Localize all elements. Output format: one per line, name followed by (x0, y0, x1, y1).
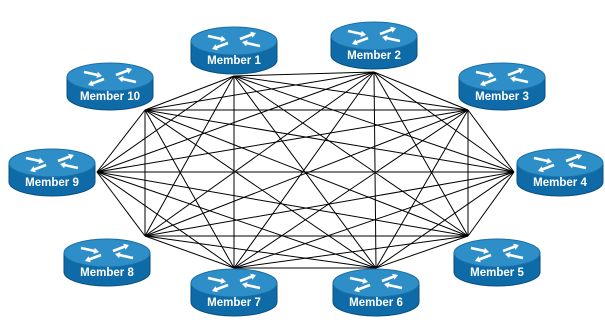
router-nodes: Member 1 Member 2 Member 3 Member 4 Member 5… (8, 21, 604, 317)
router-icon (347, 26, 401, 46)
mesh-link (233, 235, 469, 269)
mesh-link (144, 109, 469, 237)
router-member-1: Member 1 (190, 26, 278, 75)
router-icon (80, 243, 134, 263)
router-label: Member 1 (207, 55, 261, 67)
mesh-link (144, 109, 235, 269)
router-label: Member 9 (25, 177, 79, 189)
mesh-link (144, 71, 375, 111)
mesh-link (96, 71, 375, 173)
mesh-link (144, 171, 515, 237)
router-label: Member 5 (470, 267, 524, 279)
router-icon (475, 67, 529, 87)
mesh-link (144, 75, 235, 111)
mesh-link (467, 109, 515, 173)
mesh-link (375, 171, 515, 269)
router-icon (349, 273, 403, 293)
router-top (190, 268, 278, 298)
router-member-5: Member 5 (453, 238, 541, 287)
mesh-link (373, 71, 377, 269)
router-top (8, 148, 96, 178)
router-member-10: Member 10 (66, 62, 154, 111)
mesh-link (144, 235, 377, 269)
mesh-link (144, 109, 515, 173)
router-top (66, 62, 154, 92)
mesh-link (375, 235, 469, 269)
router-member-7: Member 7 (190, 268, 278, 317)
mesh-link (373, 71, 515, 173)
router-top (458, 62, 546, 92)
mesh-link (373, 71, 469, 111)
router-member-3: Member 3 (458, 62, 546, 111)
mesh-link (96, 171, 146, 237)
mesh-link (233, 75, 515, 173)
router-member-6: Member 6 (332, 268, 420, 317)
router-icon (207, 273, 261, 293)
router-label: Member 3 (475, 91, 529, 103)
router-top (330, 21, 418, 51)
mesh-link (233, 71, 375, 77)
mesh-link (144, 71, 375, 237)
router-top (332, 268, 420, 298)
router-label: Member 10 (80, 91, 140, 103)
router-top (453, 238, 541, 268)
router-label: Member 7 (207, 297, 261, 309)
router-member-2: Member 2 (330, 21, 418, 70)
router-label: Member 2 (347, 50, 401, 62)
mesh-link (467, 171, 515, 237)
router-icon (533, 153, 587, 173)
router-icon (470, 243, 524, 263)
mesh-link (96, 171, 235, 269)
router-top (63, 238, 151, 268)
router-label: Member 8 (80, 267, 134, 279)
mesh-link (96, 109, 469, 173)
router-label: Member 4 (533, 177, 587, 189)
mesh-links (96, 71, 515, 269)
mesh-link (144, 235, 235, 269)
mesh-link (375, 109, 469, 269)
router-icon (25, 153, 79, 173)
mesh-link (96, 109, 146, 173)
mesh-link (144, 109, 377, 269)
router-label: Member 6 (349, 297, 403, 309)
router-member-8: Member 8 (63, 238, 151, 287)
mesh-link (233, 109, 469, 269)
mesh-link (233, 71, 375, 269)
mesh-link (96, 171, 377, 269)
router-icon (207, 31, 261, 51)
mesh-link (373, 71, 469, 237)
mesh-link (233, 75, 469, 111)
router-icon (83, 67, 137, 87)
router-member-9: Member 9 (8, 148, 96, 197)
router-member-4: Member 4 (516, 148, 604, 197)
router-top (190, 26, 278, 56)
router-top (516, 148, 604, 178)
mesh-link (144, 75, 235, 237)
